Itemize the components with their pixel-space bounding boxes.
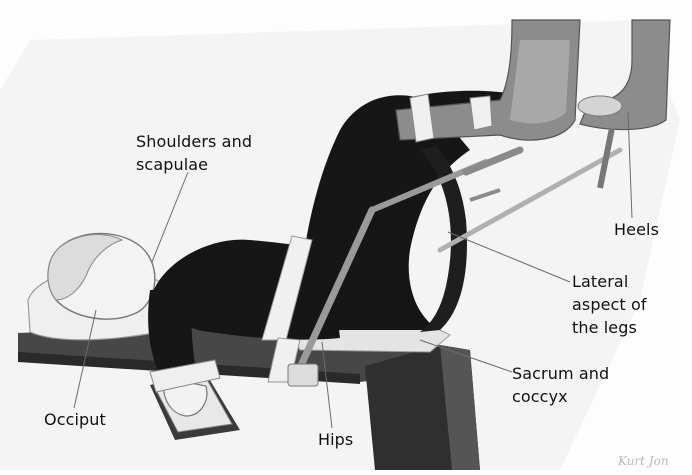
stirrup-rod-top — [462, 146, 524, 176]
leg-strap-1 — [409, 93, 435, 143]
leader-sacrum — [419, 339, 513, 373]
leader-hips — [321, 341, 333, 429]
stirrup-pole-back-2 — [469, 188, 501, 202]
stirrup-pole-back — [437, 147, 623, 253]
leader-lateral — [447, 231, 571, 283]
heel-pad — [577, 95, 623, 117]
leader-occiput — [73, 309, 97, 409]
leader-shoulders — [151, 171, 189, 263]
label-sacrum-and-coccyx: Sacrum and coccyx — [512, 364, 610, 406]
arm — [148, 290, 196, 375]
table-base-side — [440, 345, 480, 470]
leader-heels — [627, 111, 633, 219]
stirrup-boot-front-inner — [510, 40, 570, 124]
label-shoulders-and-scapulae: Shoulders and scapulae — [136, 132, 253, 174]
stirrup-clamp — [287, 363, 319, 387]
stirrup-pole-front — [294, 206, 376, 376]
label-heels: Heels — [614, 220, 659, 239]
hair-cap — [47, 234, 124, 301]
leg-strap-2 — [469, 95, 493, 131]
label-hips: Hips — [318, 430, 354, 449]
label-lateral-aspect-of-legs: Lateral aspect of the legs — [572, 272, 647, 337]
wrist-strap — [149, 359, 221, 393]
label-occiput: Occiput — [44, 410, 106, 429]
stirrup-post — [597, 127, 615, 189]
artist-signature: Kurt Jon — [618, 454, 669, 468]
thigh-right — [420, 146, 467, 332]
